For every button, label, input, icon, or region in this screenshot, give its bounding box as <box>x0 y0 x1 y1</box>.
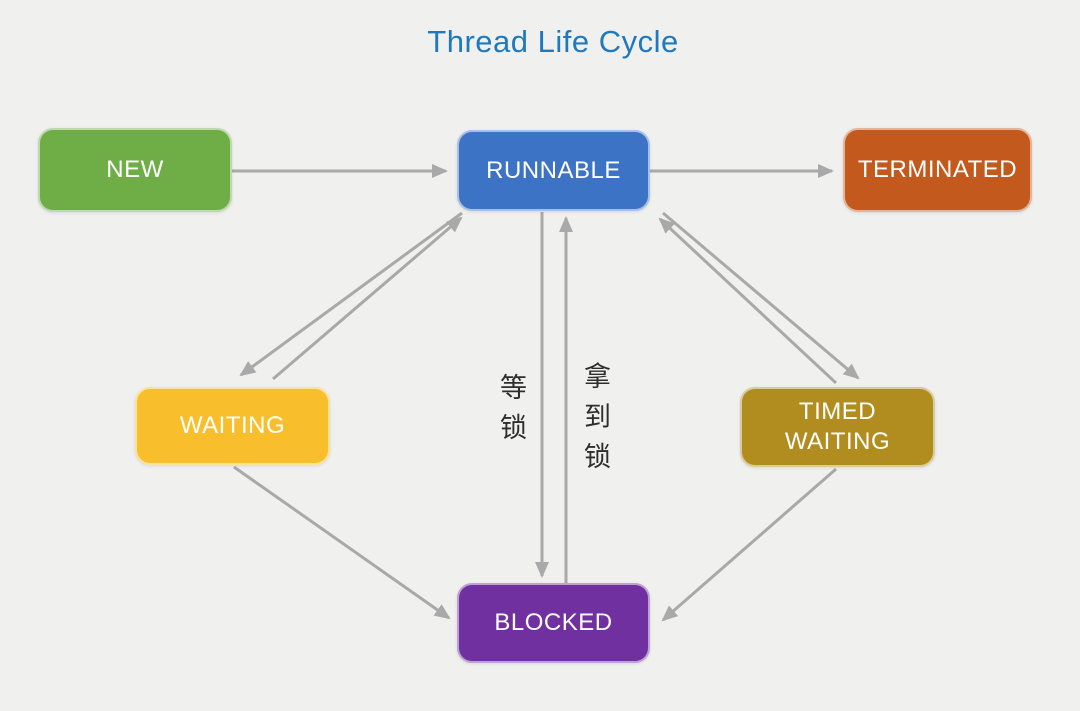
edge-timed-waiting-to-runnable <box>658 217 838 385</box>
state-label-new: NEW <box>106 156 164 183</box>
edge-runnable-to-timed-waiting <box>662 211 860 380</box>
state-label-waiting: WAITING <box>179 412 286 439</box>
edge-timed-waiting-to-blocked <box>661 467 837 622</box>
edge-waiting-to-blocked <box>233 465 451 620</box>
state-label-blocked: BLOCKED <box>494 609 613 636</box>
state-node-blocked: BLOCKED <box>457 583 650 663</box>
edge-label-wait-lock: 等锁 <box>496 373 526 453</box>
state-node-terminated: TERMINATED <box>843 128 1032 212</box>
state-node-runnable: RUNNABLE <box>457 130 650 211</box>
edge-label-acquire-lock: 拿到锁 <box>580 362 610 482</box>
state-label-timed-waiting: TIMED WAITING <box>784 398 891 455</box>
edge-waiting-to-runnable <box>272 216 463 381</box>
state-node-new: NEW <box>38 128 232 212</box>
state-node-timed-waiting: TIMED WAITING <box>740 387 935 467</box>
state-node-waiting: WAITING <box>135 387 330 465</box>
state-label-runnable: RUNNABLE <box>486 156 621 184</box>
state-label-terminated: TERMINATED <box>857 156 1018 183</box>
diagram-title: Thread Life Cycle <box>427 24 679 59</box>
edge-runnable-to-waiting <box>239 211 463 377</box>
